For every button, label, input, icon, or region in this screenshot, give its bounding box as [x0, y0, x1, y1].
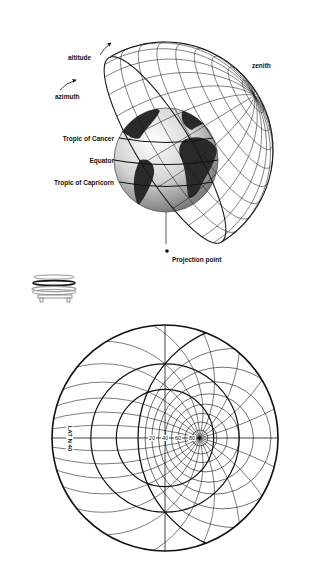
azimuth-arrow — [60, 80, 76, 90]
dome-grid-line — [157, 43, 261, 204]
plate-grid-circle — [0, 412, 296, 587]
dome-grid-line — [221, 96, 270, 243]
globe-circles — [114, 138, 218, 187]
dome-grid-line — [109, 73, 254, 96]
dome-grid-line — [138, 45, 250, 219]
latitude-label: LAT N 40 — [67, 424, 74, 452]
dome-grid-line — [212, 57, 273, 150]
plate-grid-circle — [0, 77, 296, 464]
dome-grid-line — [104, 57, 226, 244]
plate-stack-icon — [32, 275, 76, 302]
plate-grid-circle — [3, 312, 203, 512]
plate-grid-circle — [0, 382, 215, 587]
zenith-point — [198, 437, 201, 440]
earth-axis — [166, 212, 167, 244]
circle-label: Tropic of Cancer — [63, 135, 114, 142]
altitude-arrow — [100, 43, 111, 55]
dome-grid-line — [121, 50, 237, 233]
coordinate-label: azimuth — [55, 93, 80, 100]
plate-grid-circle — [0, 270, 215, 494]
sky-dome-grid — [104, 42, 273, 243]
coordinate-label: altitude — [68, 54, 91, 61]
plate-grid-circle — [0, 0, 322, 451]
projection-point — [165, 249, 169, 253]
dome-grid-line — [111, 42, 273, 242]
altitude-number: 20 — [148, 435, 156, 441]
tropic-circle — [52, 325, 278, 551]
globe — [114, 106, 222, 212]
dome-grid-line — [213, 96, 266, 243]
dome-grid-line — [105, 49, 255, 96]
circle-label: Equator — [89, 157, 114, 164]
globe-circle — [119, 138, 213, 143]
circle-label: Tropic of Capricorn — [54, 179, 114, 186]
altitude-number: 40 — [161, 435, 169, 441]
plate-grid-circle — [0, 425, 322, 587]
point-label: Projection point — [172, 256, 221, 263]
coordinate-label: zenith — [252, 62, 271, 69]
globe-circle — [119, 182, 213, 187]
dome-grid-line — [242, 80, 263, 112]
altitude-number: 80 — [188, 435, 196, 441]
dome-grid-line — [228, 67, 270, 130]
altitude-number: 60 — [174, 435, 182, 441]
dome-grid-line — [173, 96, 255, 209]
